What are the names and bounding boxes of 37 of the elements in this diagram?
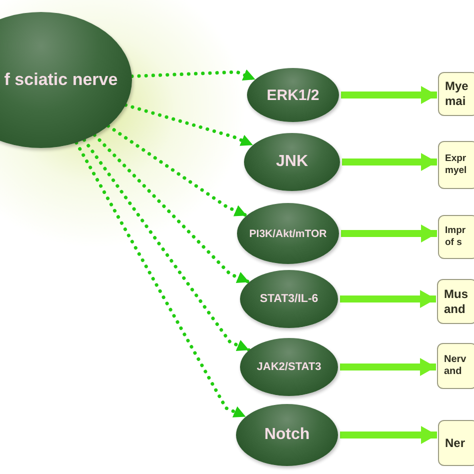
outcome-text: Expr myel: [445, 153, 468, 177]
pathway-label: Notch: [264, 426, 310, 444]
outcome-text: Nerv and: [444, 354, 468, 378]
pathway-ellipse: [244, 133, 340, 191]
arrow: [341, 224, 437, 242]
arrow: [341, 86, 437, 104]
outcome-text: Impr of s: [445, 225, 467, 249]
pathway-label: ERK1/2: [266, 86, 320, 104]
outcome-box: [437, 343, 474, 389]
pathway-ellipse: [240, 338, 338, 396]
arrow: [74, 140, 248, 418]
arrow: [124, 103, 255, 147]
outcome-text: Mye mai: [445, 79, 470, 109]
pathway-label: JNK: [276, 153, 308, 171]
pathway-ellipse: [240, 270, 338, 328]
outcome-text: Ner: [445, 436, 466, 450]
pathway-label: PI3K/Akt/mTOR: [249, 228, 327, 240]
arrow: [92, 133, 251, 284]
outcome-box: [437, 279, 474, 324]
arrow: [340, 426, 437, 444]
outcome-box: [438, 420, 474, 466]
arrow: [340, 290, 436, 308]
outcome-text: Mus and: [444, 286, 469, 316]
arrow: [340, 358, 436, 376]
pathway-label: STAT3/IL-6: [260, 293, 318, 305]
outcome-box: [438, 141, 474, 189]
pathway-label: f sciatic nerve: [3, 70, 118, 90]
outcome-box: [438, 72, 474, 116]
outcome-box: [438, 215, 474, 259]
pathway-ellipse: [236, 404, 338, 466]
arrow: [130, 69, 258, 82]
arrow: [342, 153, 437, 171]
arrow: [106, 124, 248, 218]
pathway-label: JAK2/STAT3: [256, 361, 322, 373]
pathway-ellipse: [237, 203, 339, 264]
arrow: [82, 138, 251, 352]
pathway-ellipse: [247, 68, 339, 122]
